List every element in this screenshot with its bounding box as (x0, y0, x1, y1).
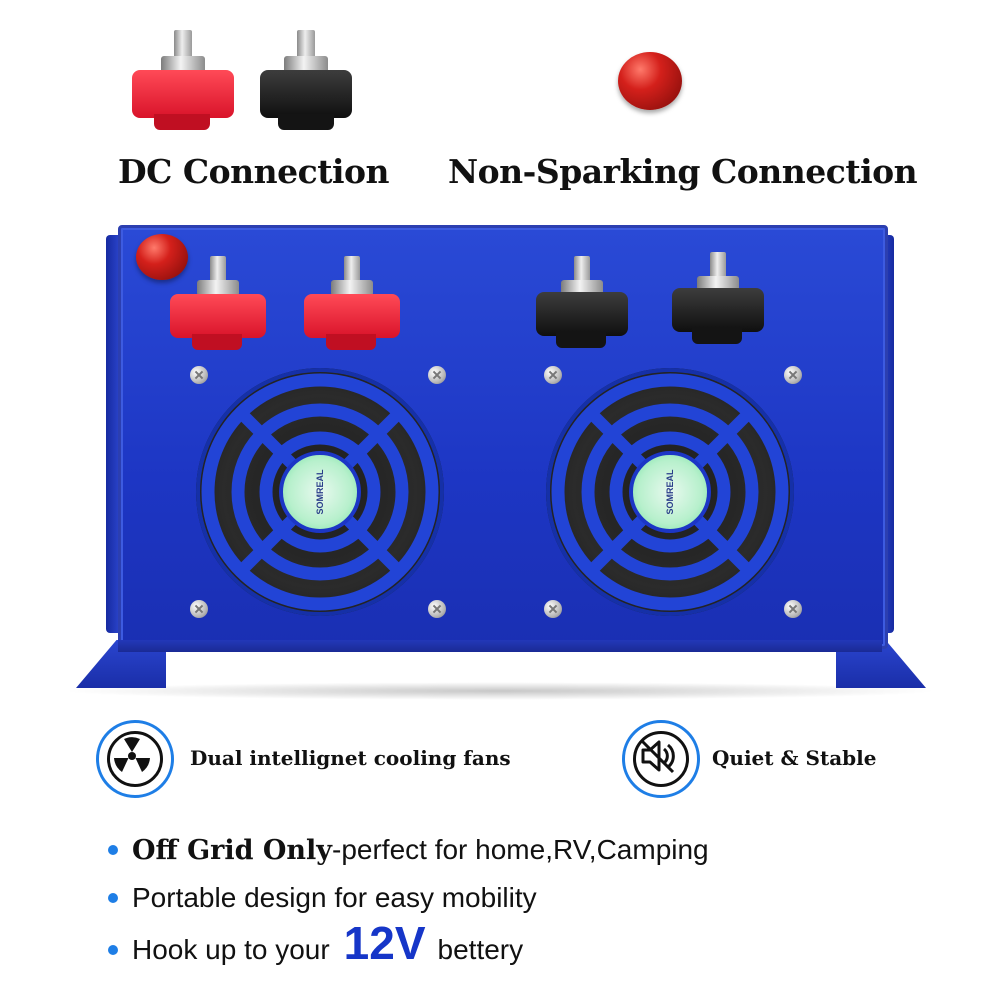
screw (544, 600, 562, 618)
dc-connection-heading: DC Connection (118, 152, 390, 191)
fan-icon (96, 720, 174, 798)
device-black-terminal-2 (672, 252, 764, 348)
bullet-voltage: Hook up to your 12V bettery (108, 920, 523, 966)
screw (428, 366, 446, 384)
screw (784, 366, 802, 384)
cooling-fan-left: SOMREAL (196, 368, 444, 616)
screw (784, 600, 802, 618)
device-red-terminal-2 (304, 256, 400, 352)
fan-brand-label: SOMREAL (665, 469, 675, 515)
bullet-off-grid-strong: Off Grid Only (132, 835, 332, 866)
non-sparking-heading: Non-Sparking Connection (448, 152, 918, 191)
bullet-dot (108, 845, 118, 855)
device-red-terminal-1 (170, 256, 266, 352)
screw (428, 600, 446, 618)
feature-quiet-label: Quiet & Stable (712, 746, 877, 770)
device-black-terminal-1 (536, 256, 628, 352)
screw (190, 366, 208, 384)
bullet-portable-text: Portable design for easy mobility (132, 882, 537, 913)
bullet-dot (108, 893, 118, 903)
bullet-off-grid-text: -perfect for home,RV,Camping (332, 834, 709, 865)
bullet-dot (108, 945, 118, 955)
bullet-voltage-post: bettery (437, 934, 524, 965)
non-sparking-knob-icon (618, 52, 682, 110)
feature-cooling-fans-label: Dual intellignet cooling fans (190, 746, 511, 770)
mute-speaker-icon (622, 720, 700, 798)
device-switch-knob (136, 234, 188, 280)
device-bottom-rail (118, 640, 882, 652)
bullet-portable: Portable design for easy mobility (108, 882, 537, 914)
cooling-fan-right: SOMREAL (546, 368, 794, 616)
bullet-off-grid: Off Grid Only -perfect for home,RV,Campi… (108, 834, 709, 866)
screw (544, 366, 562, 384)
bullet-voltage-pre: Hook up to your (132, 934, 330, 965)
screw (190, 600, 208, 618)
device-shadow (60, 682, 940, 700)
black-terminal-icon (260, 30, 352, 130)
fan-brand-label: SOMREAL (315, 469, 325, 515)
voltage-highlight: 12V (343, 917, 426, 969)
device-left-side (106, 235, 120, 633)
red-terminal-icon (132, 30, 234, 130)
